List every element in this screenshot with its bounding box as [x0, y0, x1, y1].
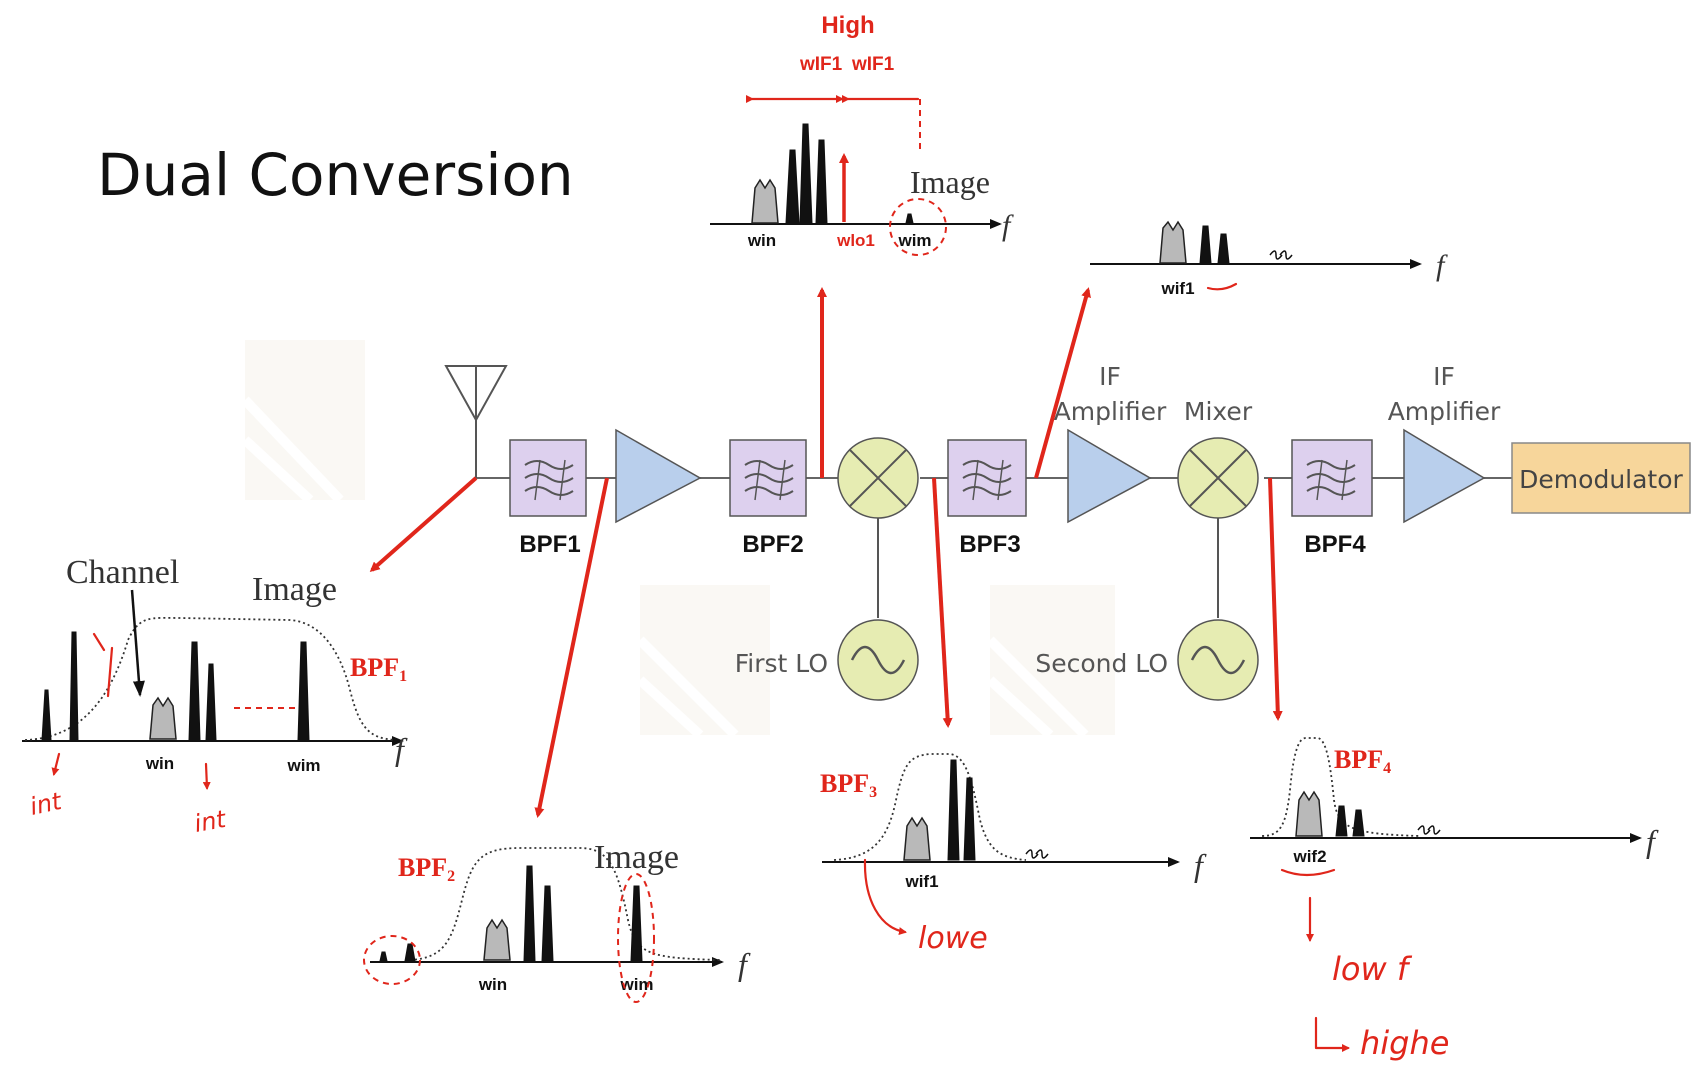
if1-f-label: f [1436, 249, 1448, 282]
if-amplifier-2-icon [1403, 428, 1486, 524]
if1-wif1-label: wif1 [1160, 279, 1194, 298]
bpf2-f-label: f [738, 946, 751, 982]
second-lo-label: Second LO [1035, 649, 1168, 678]
bpf3-bpf-label: BPF3 [820, 769, 877, 801]
watermark-left [241, 340, 365, 504]
spectrum-top: High wIF1 wIF1 f Image win wlo1 wim [710, 12, 1014, 256]
demodulator-block [1511, 442, 1691, 514]
bpf3-label: BPF3 [959, 531, 1020, 558]
bpf2-block [729, 439, 807, 517]
input-win-label: win [145, 754, 174, 773]
top-f-label: f [1002, 209, 1014, 242]
bpf3-f-label: f [1194, 847, 1207, 883]
spectrum-bpf3: f BPF3 wif1 lowe [820, 753, 1207, 956]
spectrum-bpf4: f BPF4 wif2 low f highe [1250, 737, 1659, 1062]
bpf4-bpf-label: BPF4 [1334, 745, 1391, 777]
first-lo-label: First LO [735, 649, 828, 678]
second-mixer-icon [1177, 437, 1259, 618]
input-bpf-label: BPF1 [350, 653, 407, 685]
if-amplifier-1-label-line1: IF [1099, 362, 1121, 391]
mixer-label: Mixer [1184, 397, 1253, 426]
bpf1-block [509, 439, 587, 517]
spectrum-input: f Channel Image BPF1 win wim int int [22, 554, 408, 838]
if-amplifier-2-label-line1: IF [1433, 362, 1455, 391]
input-int-note-1: int [27, 787, 65, 821]
input-channel-label: Channel [66, 554, 179, 591]
if-amplifier-1-icon [1067, 428, 1152, 524]
input-wim-label: wim [286, 756, 320, 775]
input-f-label: f [395, 731, 408, 767]
top-image-label: Image [910, 164, 990, 200]
bpf2-label: BPF2 [742, 531, 803, 558]
top-wlo1-label: wlo1 [836, 231, 875, 250]
input-image-label: Image [252, 571, 337, 608]
if-amplifier-2-label-line2: Amplifier [1388, 397, 1501, 426]
wif1-label-a: wIF1 [799, 54, 843, 75]
bpf3-lowe-note: lowe [918, 921, 988, 956]
bpf4-highe-note: highe [1360, 1024, 1449, 1062]
if-amplifier-1-label-line2: Amplifier [1054, 397, 1167, 426]
bpf4-label: BPF4 [1304, 531, 1366, 558]
first-mixer-icon [837, 437, 919, 618]
signal-chain: Demodulator First LO Second LO BPF1 BPF2… [444, 362, 1691, 701]
bpf4-wif2-label: wif2 [1292, 847, 1326, 866]
spectrum-bpf2: f BPF2 Image win wim [363, 839, 751, 1003]
bpf2-wim-label: wim [619, 975, 653, 994]
page-title: Dual Conversion [97, 141, 574, 209]
bpf4-low-f-note: low f [1332, 950, 1413, 988]
pointer-arrows [369, 287, 1283, 818]
bpf2-win-label: win [478, 975, 507, 994]
bpf2-bpf-label: BPF2 [398, 853, 455, 885]
lna-amplifier-icon [615, 428, 702, 524]
input-int-note-2: int [192, 805, 229, 838]
top-win-label: win [747, 231, 776, 250]
bpf3-wif1-label: wif1 [904, 872, 938, 891]
spectrum-if1: f wif1 [1090, 220, 1448, 298]
watermark-middle [636, 585, 770, 739]
antenna-icon [444, 365, 508, 478]
bpf4-f-label: f [1646, 823, 1659, 859]
watermark-right [986, 585, 1115, 739]
high-label: High [821, 12, 874, 39]
top-wim-label: wim [897, 231, 931, 250]
bpf3-block [947, 439, 1027, 517]
first-lo-oscillator-icon [837, 619, 919, 701]
bpf2-image-label: Image [594, 839, 679, 876]
bpf1-label: BPF1 [519, 531, 580, 558]
bpf4-block [1291, 439, 1373, 517]
demodulator-label: Demodulator [1519, 465, 1683, 494]
second-lo-oscillator-icon [1177, 619, 1259, 701]
wif1-label-b: wIF1 [851, 54, 895, 75]
